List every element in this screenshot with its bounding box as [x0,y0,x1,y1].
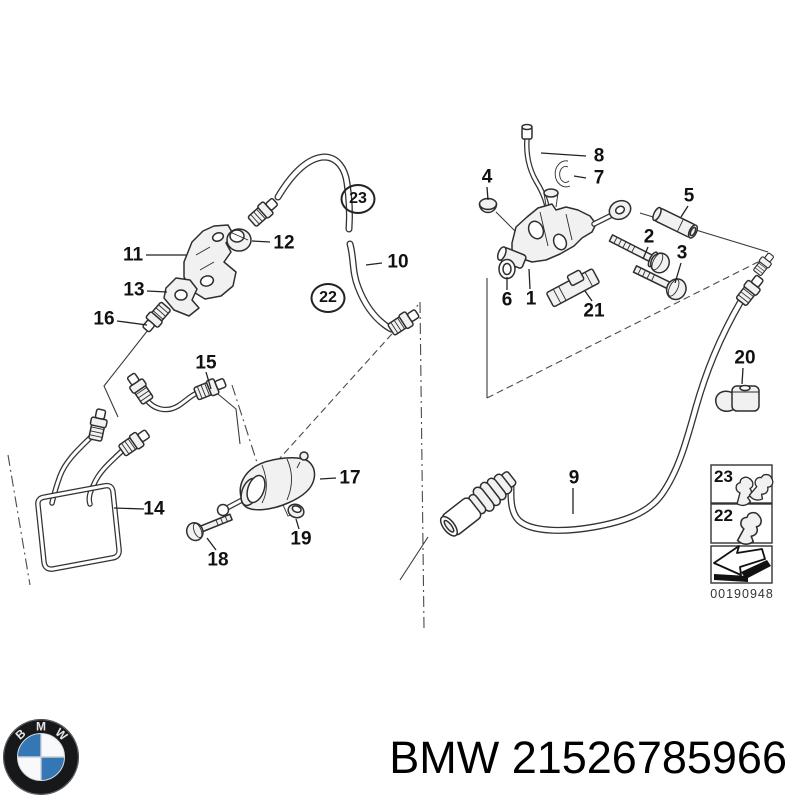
part-label-12: 12 [273,232,295,254]
part-label-10: 10 [387,251,409,273]
pipe-9 [507,250,777,534]
part-label-1: 1 [525,288,537,310]
hose-end-fitting [245,194,282,229]
fitting-16 [138,300,173,336]
part-label-21: 21 [583,300,605,322]
pipe-14 [35,407,153,572]
master-cylinder-1 [496,188,632,269]
part-label-3: 3 [676,242,688,264]
part-label-5: 5 [683,185,695,207]
logo-letter-m: M [36,720,46,734]
diagram-code: 00190948 [710,587,774,601]
legend-label-22: 22 [714,506,733,525]
direction-arrow-icon [713,545,771,582]
bellows [439,471,517,537]
part-label-6: 6 [501,289,513,311]
part-label-18: 18 [207,549,229,571]
bolt-3 [632,265,687,301]
part-label-14: 14 [143,498,165,520]
o-ring-6 [498,258,516,280]
pipe-15 [123,370,229,413]
leader-lines [113,152,744,551]
cap-4 [478,197,498,214]
part-label-15: 15 [195,352,217,374]
pin-5 [652,206,699,239]
part-label-4: 4 [481,166,493,188]
part-label-11: 11 [122,244,144,266]
part-label-16: 16 [93,308,115,330]
clip-20 [714,384,760,412]
hose-10 [346,240,423,338]
catalog-part-number: BMW 21526785966 [389,732,787,783]
part-label-8: 8 [593,145,605,167]
part-label-9: 9 [568,467,580,489]
slave-cylinder-17 [216,451,316,517]
bolt-18 [185,513,233,542]
hose-23 [274,153,353,233]
legend-box [710,464,775,584]
bolt-2 [608,234,670,274]
part-label-19: 19 [290,528,312,550]
part-label-circled-22: 22 [310,283,346,313]
bracket-21 [546,268,600,308]
bleed-pipe-8 [521,123,550,209]
part-label-2: 2 [643,226,655,248]
legend-label-23: 23 [714,467,733,486]
part-label-13: 13 [123,279,145,301]
nut-19 [287,503,305,519]
part-label-17: 17 [339,467,361,489]
part-label-circled-23: 23 [340,184,376,214]
bmw-roundel-logo: B M W [3,719,79,795]
bracket-13 [163,277,200,317]
clip-7 [554,160,571,188]
grommet-12 [226,228,252,252]
part-label-7: 7 [593,167,605,189]
bracket-11 [183,224,237,300]
part-label-20: 20 [734,347,756,369]
